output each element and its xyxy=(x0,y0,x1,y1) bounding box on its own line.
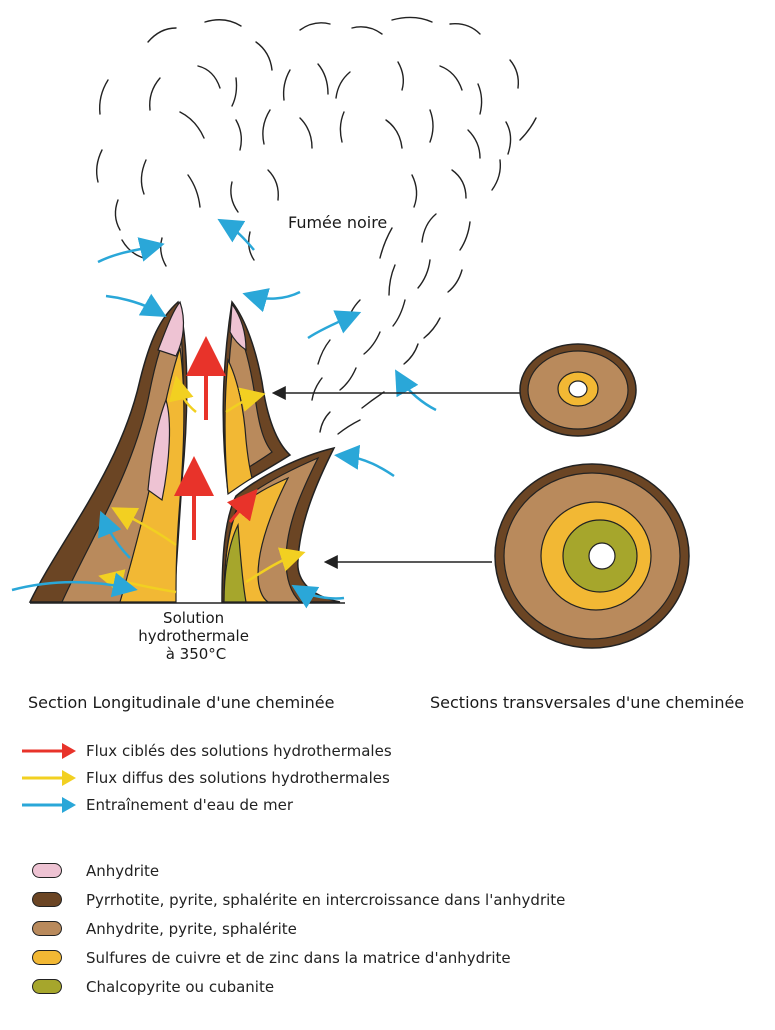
cross-section-lower xyxy=(495,464,689,648)
legend-row-anhydrite: Anhydrite xyxy=(20,860,159,882)
blue-arrow-icon xyxy=(20,794,78,816)
swatch-sulfures xyxy=(32,950,62,965)
swatch-chalcopyrite xyxy=(32,979,62,994)
legend-label: Chalcopyrite ou cubanite xyxy=(86,978,274,996)
legend-row-blue-arrow: Entraînement d'eau de mer xyxy=(20,794,293,816)
legend-label: Pyrrhotite, pyrite, sphalérite en interc… xyxy=(86,891,565,909)
blue-arrow xyxy=(344,456,394,476)
cross-section-upper xyxy=(520,344,636,436)
blue-arrow xyxy=(106,296,158,312)
legend-row-yellow-arrow: Flux diffus des solutions hydrothermales xyxy=(20,767,390,789)
caption-longitudinal-section: Section Longitudinale d'une cheminée xyxy=(28,693,334,712)
legend-label: Anhydrite, pyrite, sphalérite xyxy=(86,920,297,938)
legend-label: Anhydrite xyxy=(86,862,159,880)
legend-label: Entraînement d'eau de mer xyxy=(86,796,293,814)
legend-label: Flux ciblés des solutions hydrothermales xyxy=(86,742,392,760)
legend-row-sulfures: Sulfures de cuivre et de zinc dans la ma… xyxy=(20,947,511,969)
legend-label: Sulfures de cuivre et de zinc dans la ma… xyxy=(86,949,511,967)
lower-ring-conduit xyxy=(589,543,615,569)
solution-label-line-3: à 350°C xyxy=(166,645,227,663)
solution-label-line-2: hydrothermale xyxy=(138,627,249,645)
swatch-anhydrite-pyrite xyxy=(32,921,62,936)
caption-transverse-sections: Sections transversales d'une cheminée xyxy=(430,693,744,712)
smoke-label: Fumée noire xyxy=(288,213,387,232)
longitudinal-section: Solution hydrothermale à 350°C xyxy=(12,224,436,663)
swatch-pyrrhotite xyxy=(32,892,62,907)
swatch-anhydrite xyxy=(32,863,62,878)
red-arrow-icon xyxy=(20,740,78,762)
legend-row-anhydrite-pyrite: Anhydrite, pyrite, sphalérite xyxy=(20,918,297,940)
blue-arrow xyxy=(98,246,155,262)
solution-label: Solution hydrothermale à 350°C xyxy=(138,609,253,663)
blue-arrow xyxy=(226,224,254,250)
blue-arrow xyxy=(400,378,436,410)
legend-row-pyrrhotite: Pyrrhotite, pyrite, sphalérite en interc… xyxy=(20,889,565,911)
legend-label: Flux diffus des solutions hydrothermales xyxy=(86,769,390,787)
yellow-arrow-icon xyxy=(20,767,78,789)
blue-arrow xyxy=(308,316,352,338)
upper-ring-conduit xyxy=(569,381,587,397)
solution-label-line-1: Solution xyxy=(163,609,224,627)
legend-row-red-arrow: Flux ciblés des solutions hydrothermales xyxy=(20,740,392,762)
legend-row-chalcopyrite: Chalcopyrite ou cubanite xyxy=(20,976,274,998)
blue-arrow xyxy=(252,292,300,299)
